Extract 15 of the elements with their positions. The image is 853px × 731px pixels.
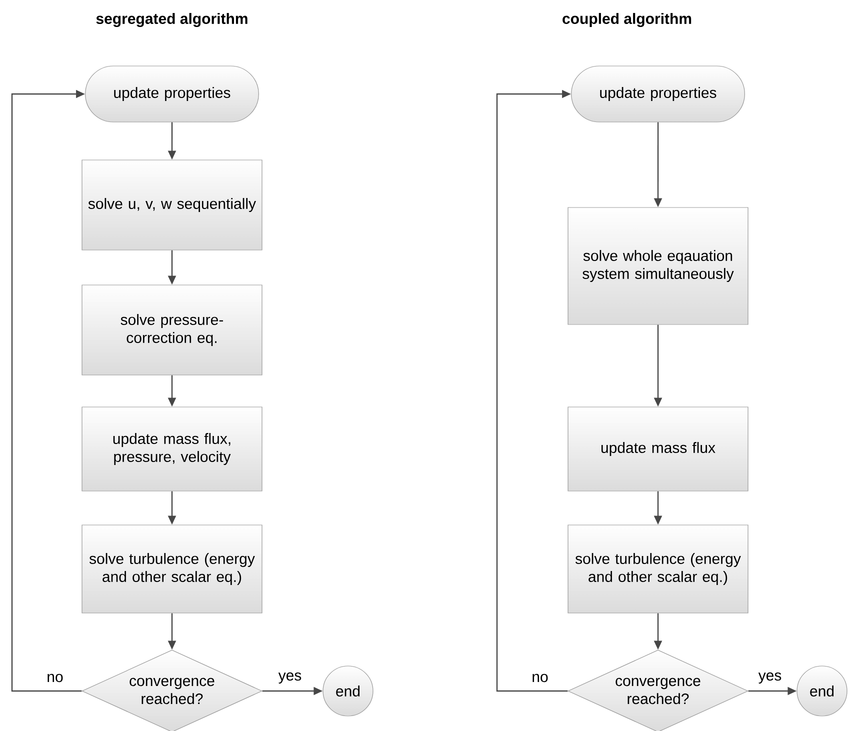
edge-label: no	[46, 672, 64, 684]
edge-label: yes	[757, 671, 783, 685]
heading: coupled algorithm	[562, 12, 692, 28]
process-box: solve pressure-correction eq.	[82, 284, 262, 376]
terminal-box: update properties	[85, 66, 259, 122]
process-box: solve turbulence (energy and other scalar eq.)	[568, 524, 748, 614]
process-box: update mass flux, pressure, velocity	[82, 406, 262, 492]
process-box: solve whole eqauation system simultaneously	[568, 207, 748, 325]
process-box: solve turbulence (energy and other scalar eq.)	[82, 524, 262, 614]
edge-label: yes	[277, 671, 303, 685]
process-box: update mass flux	[568, 406, 748, 492]
process-box: solve u, v, w sequentially	[82, 160, 262, 250]
terminal-box: update properties	[571, 66, 745, 122]
edge-label: no	[530, 672, 550, 684]
heading: segregated algorithm	[96, 12, 248, 28]
